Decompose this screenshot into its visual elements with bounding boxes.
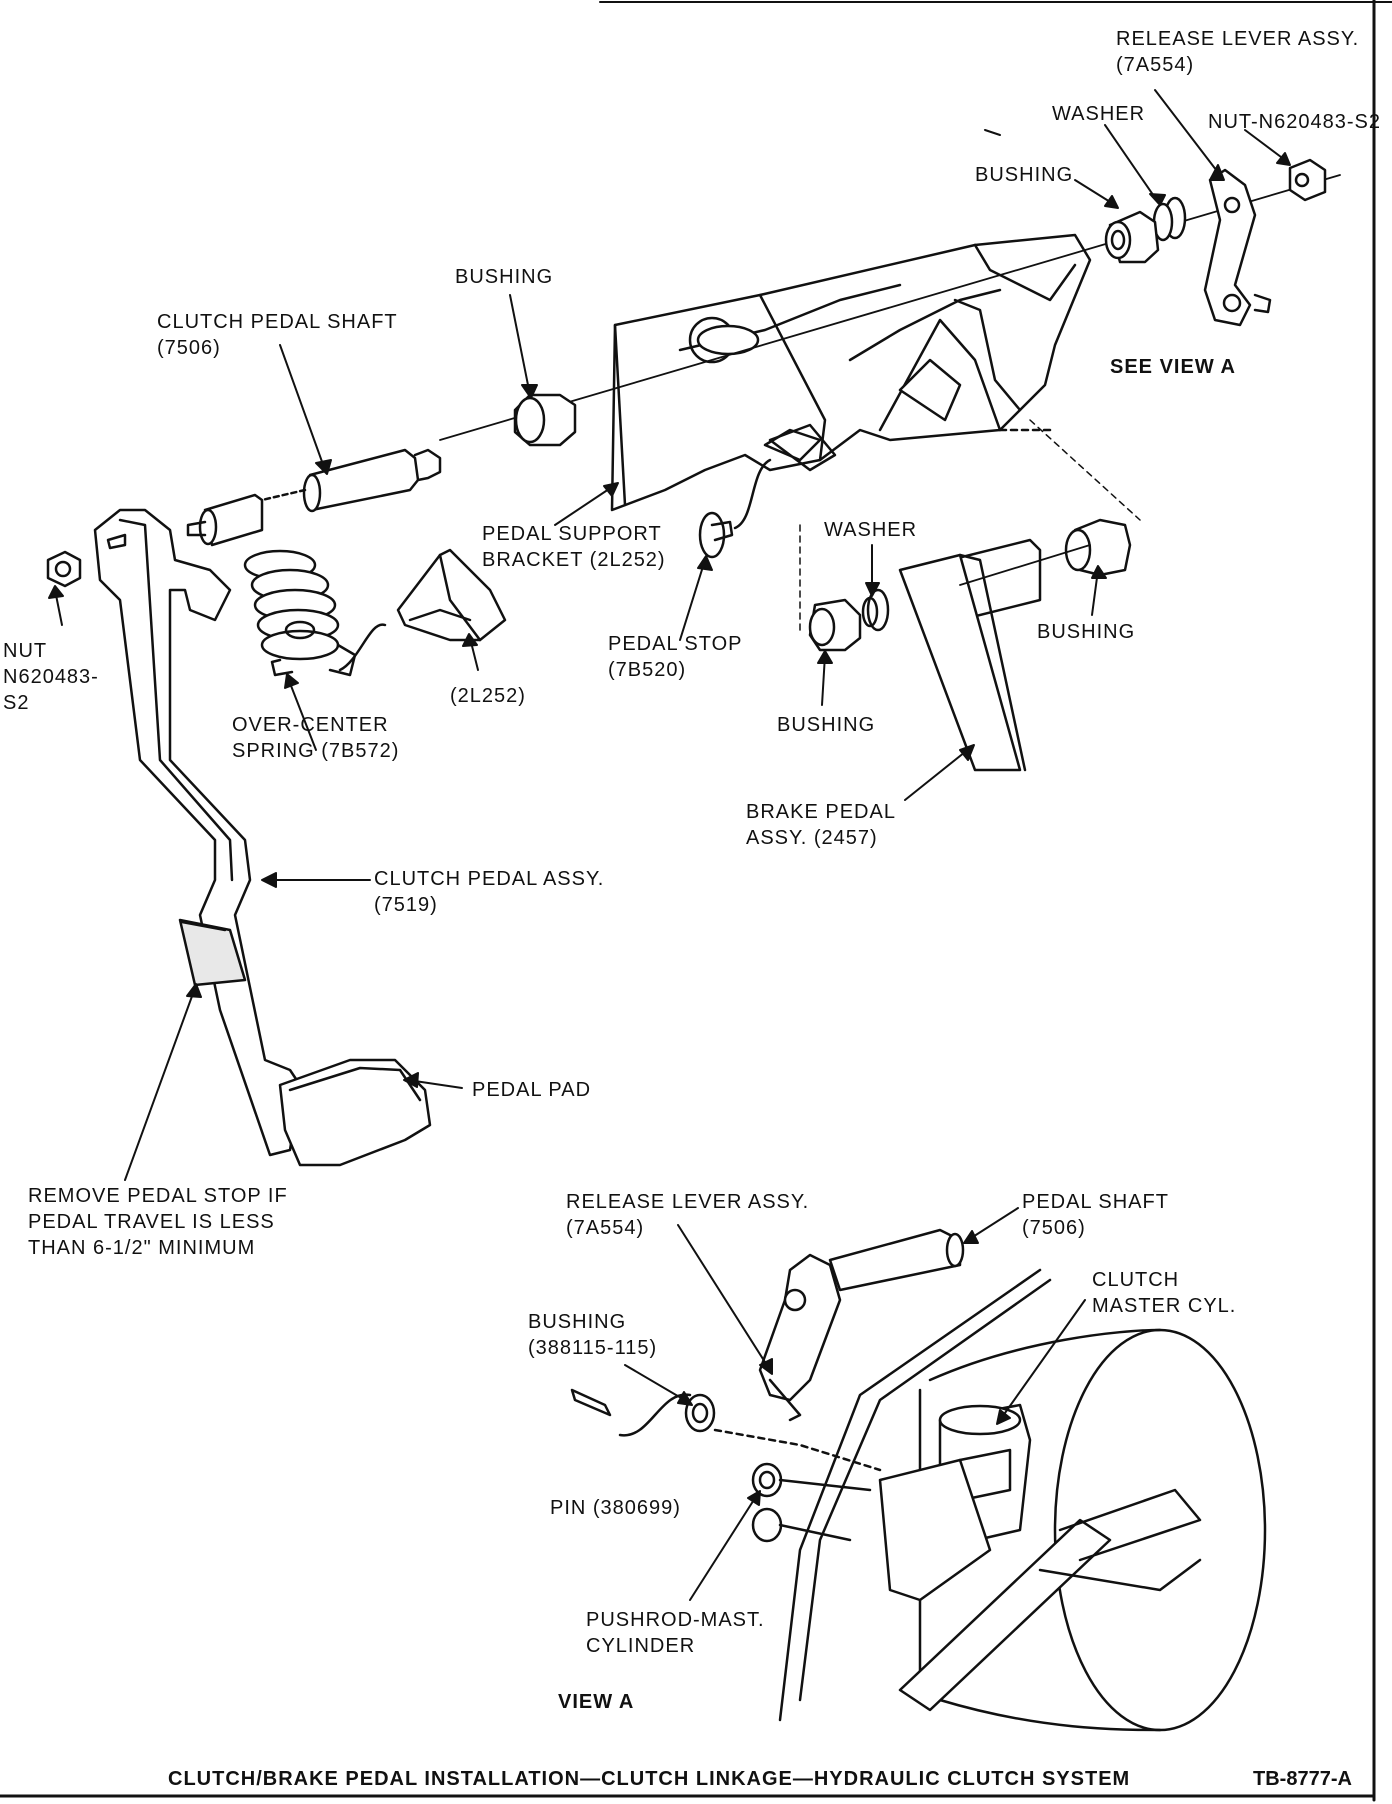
label-bracket-2l252: (2L252)	[450, 685, 526, 707]
label-clutch-master-2: MASTER CYL.	[1092, 1295, 1237, 1317]
label-nut-left-1: NUT	[3, 640, 48, 662]
label-remove-1: REMOVE PEDAL STOP IF	[28, 1185, 288, 1207]
label-washer-top: WASHER	[1052, 103, 1146, 125]
label-pedal-stop: PEDAL STOP	[608, 633, 743, 655]
label-clutch-pedal-shaft: CLUTCH PEDAL SHAFT	[157, 311, 398, 333]
label-release-lever-view: RELEASE LEVER ASSY.	[566, 1191, 810, 1213]
label-brake-pedal-2: ASSY. (2457)	[746, 827, 878, 849]
view-a-assembly	[570, 1228, 1267, 1732]
label-remove-2: PEDAL TRAVEL IS LESS	[28, 1211, 275, 1233]
release-lever-top	[1203, 168, 1272, 327]
label-remove-3: THAN 6-1/2" MINIMUM	[28, 1237, 256, 1259]
figure-code: TB-8777-A	[1253, 1768, 1352, 1790]
washer-top	[1152, 196, 1187, 242]
label-nut-left-2: N620483-	[3, 666, 99, 688]
pedal-shaft-axis	[439, 174, 1341, 441]
leader-lines	[48, 89, 1291, 1601]
label-bushing-lower: BUSHING	[777, 714, 876, 736]
label-bushing-right: BUSHING	[1037, 621, 1136, 643]
label-pedal-pad: PEDAL PAD	[472, 1079, 592, 1101]
label-see-view-a: SEE VIEW A	[1110, 356, 1236, 378]
pedal-stop	[698, 458, 772, 559]
brake-axis	[959, 544, 1091, 586]
label-pushrod-2: CYLINDER	[586, 1635, 696, 1657]
bracket-2l252-part	[396, 548, 507, 642]
label-clutch-master-1: CLUTCH	[1092, 1269, 1180, 1291]
bushing-right	[1064, 518, 1132, 577]
pedal-support-bracket	[610, 233, 1092, 512]
brake-pedal-assy	[898, 538, 1042, 772]
label-nut-left-3: S2	[3, 692, 30, 714]
label-release-lever-view-num: (7A554)	[566, 1217, 645, 1239]
label-view-a: VIEW A	[558, 1691, 635, 1713]
label-bushing-view-num: (388115-115)	[528, 1337, 658, 1359]
nut-left	[46, 550, 82, 588]
label-bushing-shaft: BUSHING	[455, 266, 554, 288]
over-center-spring	[243, 549, 387, 677]
clutch-pedal-assy	[93, 508, 302, 1157]
label-release-lever-top-num: (7A554)	[1116, 54, 1195, 76]
label-pedal-stop-num: (7B520)	[608, 659, 687, 681]
label-pin: PIN (380699)	[550, 1497, 681, 1519]
label-bushing-top: BUSHING	[975, 164, 1074, 186]
dashed-guide-2	[1029, 419, 1141, 521]
pedal-pad	[278, 1058, 432, 1167]
label-release-lever-top: RELEASE LEVER ASSY.	[1116, 28, 1360, 50]
bushing-shaft	[513, 393, 577, 447]
bushing-top	[1104, 210, 1160, 264]
label-over-center-2: SPRING (7B572)	[232, 740, 400, 762]
label-nut-top: NUT-N620483-S2	[1208, 111, 1381, 133]
label-over-center-1: OVER-CENTER	[232, 714, 389, 736]
label-pedal-shaft-view-num: (7506)	[1022, 1217, 1086, 1239]
label-pedal-support-1: PEDAL SUPPORT	[482, 523, 662, 545]
nut-top	[1288, 158, 1327, 202]
label-bushing-view: BUSHING	[528, 1311, 627, 1333]
label-washer-mid: WASHER	[824, 519, 918, 541]
clutch-pedal-shaft	[186, 448, 442, 547]
label-pushrod-1: PUSHROD-MAST.	[586, 1609, 765, 1631]
bushing-lower	[808, 598, 862, 652]
washer-mid	[861, 588, 890, 632]
label-clutch-pedal-shaft-num: (7506)	[157, 337, 221, 359]
label-brake-pedal-1: BRAKE PEDAL	[746, 801, 896, 823]
label-clutch-pedal-assy: CLUTCH PEDAL ASSY.	[374, 868, 605, 890]
label-pedal-shaft-view: PEDAL SHAFT	[1022, 1191, 1169, 1213]
label-clutch-pedal-assy-num: (7519)	[374, 894, 438, 916]
figure-caption: CLUTCH/BRAKE PEDAL INSTALLATION—CLUTCH L…	[168, 1768, 1131, 1790]
label-pedal-support-2: BRACKET (2L252)	[482, 549, 666, 571]
